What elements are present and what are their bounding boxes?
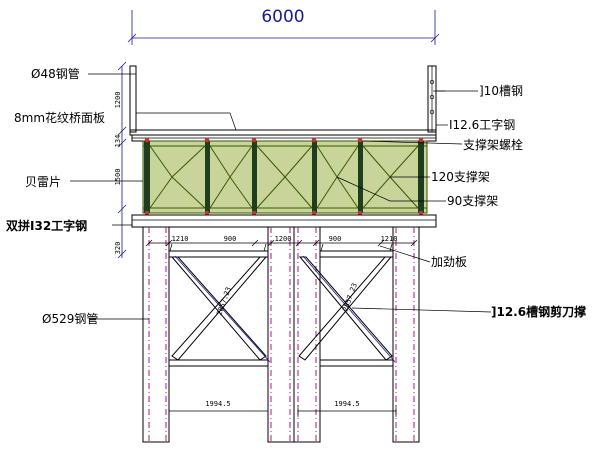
label-stiffener: 加劲板 [431,255,467,269]
dim-1200-vertical: 1200 [114,92,122,109]
dim-1210-left: 1210 [172,235,189,243]
deck-plate [129,112,437,136]
label-channel-brace: ]12.6槽钢剪刀撑 [491,304,586,319]
label-pile-pipe: Ø529钢管 [42,311,98,326]
i-beam-126 [131,134,437,142]
dim-1200-middle: 1200 [275,235,292,243]
dim-base-right: 1994.5 [334,400,359,408]
pile-center-left [267,226,295,443]
dimension-left-vertical: 1200 134 1500 320 [114,61,127,259]
dim-1210-right: 1210 [381,235,398,243]
cross-brace-left: 2857.23 [168,250,271,367]
stiffener-plates [169,243,393,252]
dim-base-left: 1994.5 [205,400,230,408]
truss-diagonals [149,145,419,209]
label-bailey: 贝雷片 [25,175,61,189]
pile-right [392,226,420,443]
label-railing-pipe: Ø48钢管 [31,66,80,81]
railing [129,65,445,133]
dim-320-vertical: 320 [114,242,122,255]
support-bolts [144,137,424,216]
label-frame-90: 90支撑架 [447,193,498,208]
double-i32-beam [131,214,437,228]
bailey-truss [142,140,428,214]
pile-center-right [293,226,321,443]
dim-900-right: 900 [329,235,342,243]
dim-overall-width: 6000 [261,7,304,27]
pile-left [142,226,170,443]
label-deck-plate: 8mm花纹桥面板 [14,110,105,125]
label-i-beam-126: I12.6工字钢 [449,117,515,132]
dimension-row-bottom: 1994.5 1994.5 [168,400,397,417]
dim-900-left: 900 [224,235,237,243]
dim-1500-vertical: 1500 [114,169,122,186]
dim-134-vertical: 134 [114,135,122,148]
cross-brace-right: 2857.23 [298,250,396,367]
leaders [70,73,492,320]
dimension-row-top: 1210 900 1200 900 1210 [145,235,418,247]
label-channel-10: ]10槽钢 [479,84,523,98]
label-double-i32: 双拼I32工字钢 [6,218,87,233]
dimension-overall: 6000 [127,7,440,45]
label-frame-120: 120支撑架 [431,169,490,184]
label-support-bolt: 支撑架螺栓 [463,137,523,152]
